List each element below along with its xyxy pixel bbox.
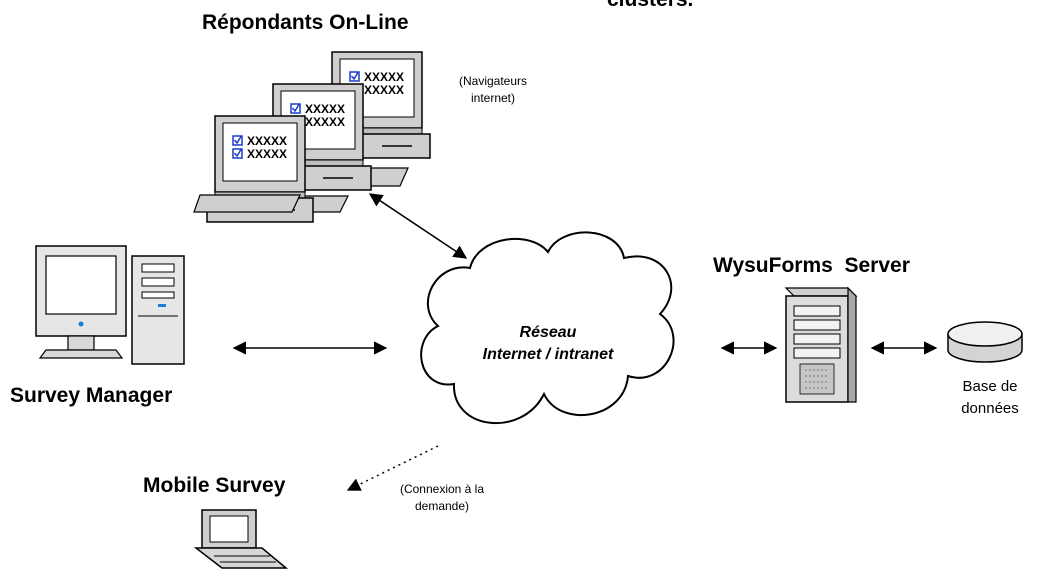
network-cloud-shape	[420, 231, 675, 425]
respondents-title: Répondants On-Line	[202, 11, 409, 34]
connection-label-line1: (Connexion à la	[399, 482, 485, 496]
connection-label: (Connexion à la demande)	[386, 481, 498, 515]
network-label: Réseau Internet / intranet	[468, 322, 628, 366]
survey-manager-label: Survey Manager	[10, 384, 173, 407]
server-icon	[784, 286, 858, 403]
database-label-line1: Base de	[962, 378, 1018, 395]
database-icon	[947, 321, 1023, 363]
form-item-text: XXXXX	[364, 83, 404, 97]
top-cut-text: clusters.	[607, 0, 693, 12]
network-label-line2: Internet / intranet	[482, 346, 614, 363]
browsers-label-line1: (Navigateurs	[458, 74, 528, 88]
browsers-label-line2: internet)	[470, 91, 516, 105]
arrow-respondants-network	[368, 193, 468, 259]
respondent-computers-icon	[193, 51, 431, 223]
server-title: WysuForms Server	[713, 254, 910, 277]
mobile-survey-label: Mobile Survey	[143, 474, 286, 497]
browsers-label: (Navigateurs internet)	[448, 73, 538, 107]
connection-label-line2: demande)	[414, 499, 470, 513]
database-label-line2: données	[961, 400, 1019, 417]
database-label: Base de données	[940, 376, 1037, 420]
keyboard-front	[193, 194, 301, 213]
desktop-pc-icon	[35, 245, 185, 365]
respondent-computer-front	[206, 115, 314, 223]
form-item-text: XXXXX	[305, 102, 345, 116]
laptop-icon	[193, 509, 289, 569]
form-item-text: XXXXX	[247, 147, 287, 161]
network-label-line1: Réseau	[519, 324, 577, 341]
form-item-text: XXXXX	[247, 134, 287, 148]
form-item-text: XXXXX	[364, 70, 404, 84]
form-item-text: XXXXX	[305, 115, 345, 129]
